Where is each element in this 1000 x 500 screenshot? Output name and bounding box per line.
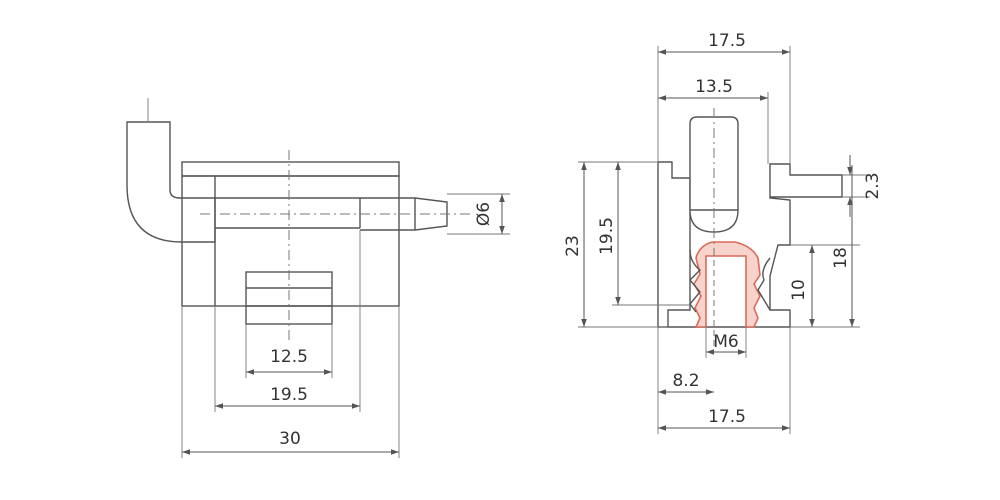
dim-side-top-width: 17.5 xyxy=(708,31,746,51)
handle-rod xyxy=(126,121,216,243)
dim-height-18: 18 xyxy=(831,247,851,269)
dim-flange-thickness: 2.3 xyxy=(863,172,883,199)
side-body xyxy=(658,161,843,328)
dim-slot-width: 12.5 xyxy=(270,347,308,367)
side-view: 17.5 13.5 2.3 18 10 23 19.5 M6 xyxy=(563,31,883,434)
dim-pin-diameter: Ø6 xyxy=(474,202,494,226)
dim-height-inner: 19.5 xyxy=(597,217,617,255)
dim-height-total: 23 xyxy=(563,235,583,257)
dim-thread-depth: 10 xyxy=(789,279,809,301)
dim-thread-offset: 8.2 xyxy=(672,371,699,391)
dim-side-bottom-width: 17.5 xyxy=(708,407,746,427)
dim-total-width: 30 xyxy=(279,429,301,449)
dim-thread-size: M6 xyxy=(713,332,738,352)
front-view: 12.5 19.5 30 Ø6 xyxy=(126,98,510,458)
dim-body-width: 19.5 xyxy=(270,385,308,405)
threaded-insert xyxy=(693,241,761,328)
dim-pin-offset: 13.5 xyxy=(695,77,733,97)
top-plate xyxy=(181,161,400,177)
